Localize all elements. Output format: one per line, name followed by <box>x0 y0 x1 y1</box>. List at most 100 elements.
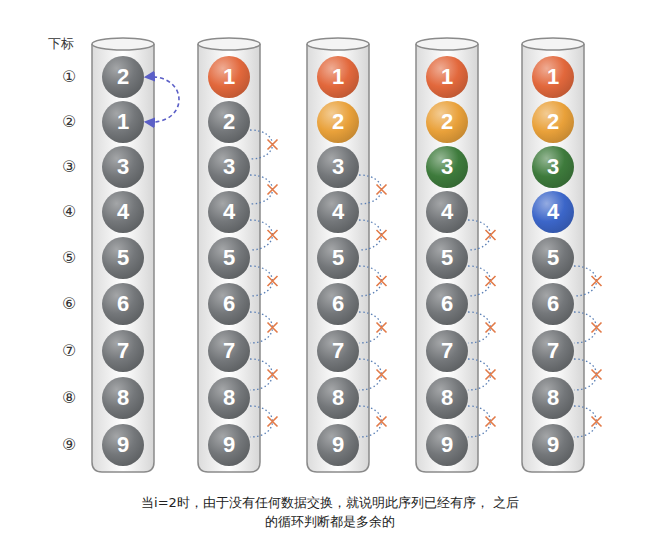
caption: 当i=2时，由于没有任何数据交换，就说明此序列已经有序， 之后的循环判断都是多余… <box>140 494 520 532</box>
ball-number: 2 <box>332 111 344 133</box>
ball-number: 5 <box>223 247 235 269</box>
ball-number: 1 <box>117 111 129 133</box>
number-ball: 1 <box>426 56 468 98</box>
ball-number: 4 <box>441 201 453 223</box>
comparison-arc <box>574 266 597 296</box>
ball-number: 1 <box>223 66 235 88</box>
no-swap-cross <box>268 276 278 286</box>
number-ball: 1 <box>317 56 359 98</box>
ball-number: 8 <box>441 387 453 409</box>
comparison-arc <box>468 266 491 296</box>
number-ball: 4 <box>426 191 468 233</box>
index-number: ① <box>62 67 76 86</box>
ball-number: 4 <box>332 201 344 223</box>
ball-number: 7 <box>223 340 235 362</box>
ball-number: 2 <box>117 66 129 88</box>
number-ball: 7 <box>317 330 359 372</box>
comparison-arc <box>250 406 273 437</box>
ball-number: 7 <box>117 340 129 362</box>
number-ball: 4 <box>102 191 144 233</box>
number-ball: 7 <box>426 330 468 372</box>
number-ball: 5 <box>426 237 468 279</box>
no-swap-cross <box>377 370 387 380</box>
number-ball: 2 <box>317 101 359 143</box>
ball-number: 2 <box>441 111 453 133</box>
number-ball: 6 <box>317 283 359 325</box>
number-ball: 5 <box>532 237 574 279</box>
comparison-arc <box>250 359 273 390</box>
comparison-arc <box>574 406 597 437</box>
tube <box>416 44 478 472</box>
index-number: ⑨ <box>62 435 76 454</box>
comparison-arc <box>250 130 273 159</box>
ball-number: 4 <box>547 201 559 223</box>
ball-number: 9 <box>547 434 559 456</box>
index-number: ⑦ <box>62 341 76 360</box>
tube-rim <box>522 38 584 50</box>
no-swap-cross <box>377 417 387 427</box>
index-number: ⑥ <box>62 294 76 313</box>
comparison-arc <box>250 266 273 296</box>
number-ball: 3 <box>426 146 468 188</box>
index-number: ③ <box>62 157 76 176</box>
number-ball: 5 <box>317 237 359 279</box>
comparison-arc <box>359 266 382 296</box>
comparison-arc <box>359 312 382 343</box>
no-swap-cross <box>377 230 387 240</box>
ball-number: 8 <box>332 387 344 409</box>
tube <box>92 44 154 472</box>
no-swap-cross <box>486 370 496 380</box>
number-ball: 5 <box>102 237 144 279</box>
comparison-arc <box>468 220 491 250</box>
tube-rim <box>416 38 478 50</box>
number-ball: 6 <box>102 283 144 325</box>
ball-number: 9 <box>332 434 344 456</box>
ball-number: 6 <box>547 293 559 315</box>
ball-number: 5 <box>547 247 559 269</box>
number-ball: 6 <box>532 283 574 325</box>
number-ball: 6 <box>426 283 468 325</box>
number-ball: 9 <box>532 424 574 466</box>
ball-number: 8 <box>547 387 559 409</box>
ball-number: 2 <box>223 111 235 133</box>
number-ball: 4 <box>208 191 250 233</box>
ball-number: 9 <box>223 434 235 456</box>
comparison-arc <box>359 406 382 437</box>
number-ball: 8 <box>426 377 468 419</box>
number-ball: 1 <box>532 56 574 98</box>
no-swap-cross <box>592 276 602 286</box>
number-ball: 3 <box>208 146 250 188</box>
tube <box>307 44 369 472</box>
ball-number: 6 <box>117 293 129 315</box>
ball-number: 1 <box>547 66 559 88</box>
no-swap-cross <box>377 323 387 333</box>
no-swap-cross <box>377 276 387 286</box>
ball-number: 8 <box>223 387 235 409</box>
number-ball: 2 <box>102 56 144 98</box>
ball-number: 3 <box>441 156 453 178</box>
number-ball: 2 <box>532 101 574 143</box>
number-ball: 8 <box>102 377 144 419</box>
ball-number: 3 <box>117 156 129 178</box>
comparison-arc <box>468 312 491 343</box>
comparison-arc <box>359 220 382 250</box>
comparison-arc <box>574 359 597 390</box>
number-ball: 9 <box>208 424 250 466</box>
number-ball: 3 <box>102 146 144 188</box>
number-ball: 8 <box>532 377 574 419</box>
comparison-arc <box>250 175 273 204</box>
ball-number: 6 <box>332 293 344 315</box>
ball-number: 3 <box>332 156 344 178</box>
tube-rim <box>198 38 260 50</box>
number-ball: 9 <box>317 424 359 466</box>
index-heading: 下标 <box>48 35 74 53</box>
number-ball: 3 <box>317 146 359 188</box>
no-swap-cross <box>268 370 278 380</box>
comparison-arc <box>250 220 273 250</box>
no-swap-cross <box>486 417 496 427</box>
ball-number: 8 <box>117 387 129 409</box>
number-ball: 9 <box>102 424 144 466</box>
no-swap-cross <box>486 276 496 286</box>
number-ball: 1 <box>102 101 144 143</box>
number-ball: 7 <box>532 330 574 372</box>
